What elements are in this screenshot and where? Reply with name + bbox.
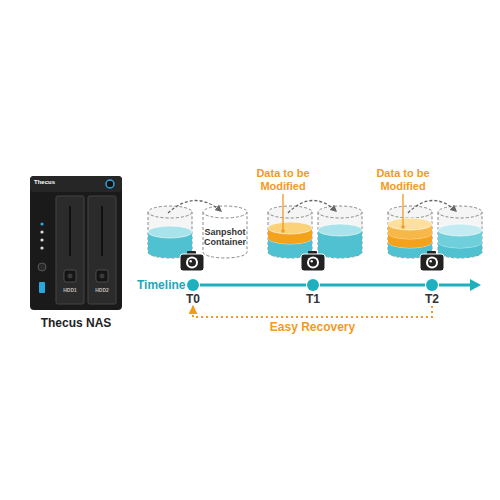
nas-device: Thecus NAS <box>28 172 124 334</box>
modified-layer <box>388 218 432 239</box>
timeline-dot-fill <box>426 279 438 291</box>
modified-layer-top <box>268 222 312 234</box>
copy-arrow <box>408 200 456 213</box>
device-name: Thecus NAS <box>8 316 144 330</box>
usb-port <box>39 282 45 293</box>
time-label: T0 <box>186 292 200 306</box>
connector <box>193 306 432 317</box>
container-body <box>388 212 432 258</box>
leader-line <box>282 194 283 231</box>
disk-container <box>388 206 432 258</box>
status-led <box>40 246 43 249</box>
modified-layer <box>268 222 312 244</box>
nas-top-strip <box>30 176 122 192</box>
camera-lens-ring <box>186 257 198 269</box>
edge-label: Easy Recovery <box>270 320 355 334</box>
bay-slot <box>101 206 103 256</box>
camera-glint <box>190 260 192 262</box>
connector <box>200 284 306 287</box>
camera-icon <box>301 251 325 271</box>
bay-handle <box>64 270 76 282</box>
disk-container <box>268 206 312 258</box>
data-layer <box>318 224 362 258</box>
bay-lock <box>68 274 73 279</box>
drive-bay <box>56 196 84 304</box>
bay-label: HDD2 <box>88 287 116 293</box>
camera-lens-ring <box>426 257 438 269</box>
timeline-dot <box>186 278 200 292</box>
data-layer-top <box>438 224 482 236</box>
nas-body <box>30 176 122 310</box>
timeline-dot-fill <box>187 279 199 291</box>
copy-arrow <box>288 200 336 213</box>
camera-icon <box>180 251 204 271</box>
timeline-point: T0 <box>186 278 200 306</box>
camera-glint <box>430 260 432 262</box>
bay-lock <box>100 274 105 279</box>
container-top <box>268 206 312 218</box>
connector <box>320 284 425 287</box>
container-body <box>148 212 192 258</box>
axis-title: Timeline <box>137 278 187 292</box>
callout-text: Data to be Modified <box>243 167 323 193</box>
camera-lens <box>309 259 317 267</box>
timeline-dot-fill <box>307 279 319 291</box>
leader-dot <box>281 229 285 233</box>
camera-body <box>420 254 444 271</box>
container-body <box>438 212 482 258</box>
time-label: T1 <box>306 292 320 306</box>
data-layer <box>438 224 482 248</box>
bay-handle <box>96 270 108 282</box>
camera-lens <box>188 259 196 267</box>
status-led <box>40 238 43 241</box>
container-top <box>203 206 247 218</box>
copy-arrow <box>168 200 221 213</box>
status-led <box>40 230 43 233</box>
bay-label: HDD1 <box>56 287 84 293</box>
timeline-dot <box>306 278 320 292</box>
timeline-point: T1 <box>306 278 320 306</box>
container-body <box>318 212 362 258</box>
container-top <box>388 206 432 218</box>
timeline-extension <box>439 284 472 287</box>
container-top <box>438 206 482 218</box>
callout-text: Data to be Modified <box>363 167 443 193</box>
disk-container <box>318 206 362 258</box>
device-logo: Thecus <box>34 178 74 186</box>
leader-dot <box>401 225 405 229</box>
camera-lens-ring <box>307 257 319 269</box>
container-label: Sanpshot Container <box>199 227 251 247</box>
camera-body <box>301 254 325 271</box>
leader-line <box>402 194 403 227</box>
camera-glint <box>311 260 313 262</box>
bay-tray <box>56 196 84 304</box>
disk-container <box>148 206 192 258</box>
bay-slot <box>69 206 71 256</box>
drive-bay <box>88 196 116 304</box>
power-button <box>106 180 114 188</box>
time-label: T2 <box>425 292 439 306</box>
disk-container <box>438 206 482 258</box>
timeline-point: T2 <box>425 278 439 306</box>
timeline-arrow-head <box>470 279 481 291</box>
data-layer <box>148 226 192 258</box>
container-top <box>318 206 362 218</box>
bay-tray <box>88 196 116 304</box>
status-led <box>40 222 43 225</box>
copy-button <box>38 263 46 271</box>
modified-layer-top <box>388 218 432 230</box>
data-layer-top <box>318 224 362 236</box>
container-body <box>268 212 312 258</box>
timeline-dot <box>425 278 439 292</box>
camera-icon <box>420 251 444 271</box>
camera-body <box>180 254 204 271</box>
camera-lens <box>428 259 436 267</box>
data-layer-top <box>148 226 192 238</box>
